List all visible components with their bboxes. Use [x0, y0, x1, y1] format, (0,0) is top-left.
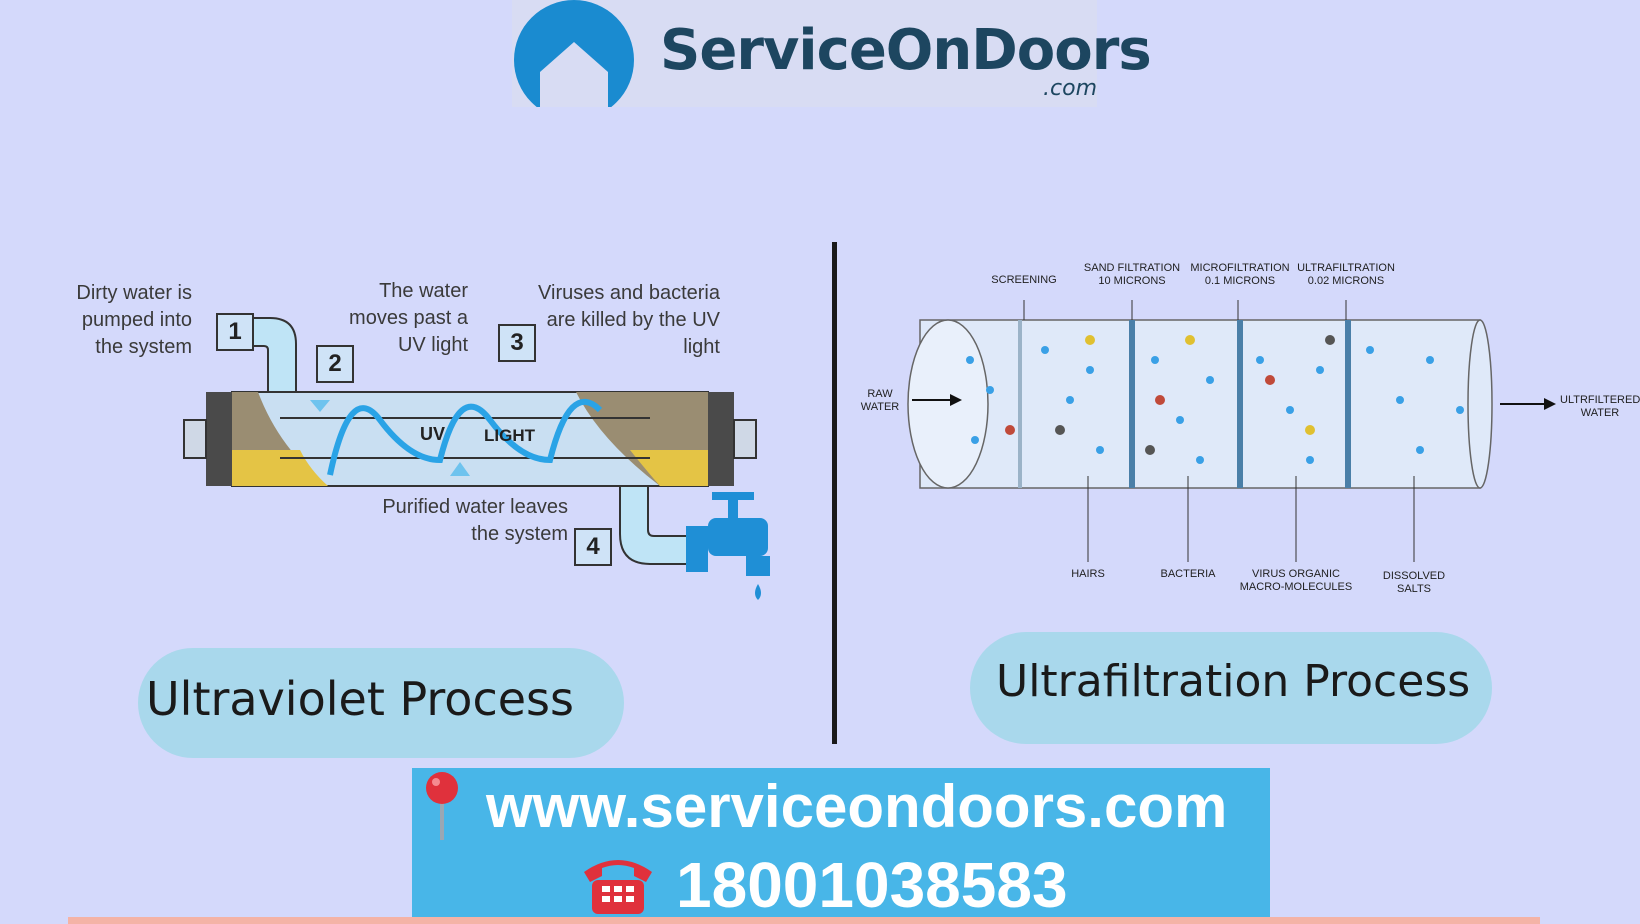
step-1-caption: Dirty water is pumped into the system [76, 282, 192, 358]
stage-screening-label: SCREENING [991, 274, 1057, 286]
inlet-label: RAW WATER [860, 388, 900, 413]
tap-icon [686, 492, 770, 600]
stage-microfiltration-label: MICROFILTRATION 0.1 MICRONS [1190, 262, 1290, 287]
lamp-label-uv: UV [420, 424, 446, 444]
step-3-badge: 3 [498, 324, 536, 362]
removed-salts-label: DISSOLVED SALTS [1382, 570, 1446, 595]
contact-banner: www.serviceondoors.com 18001038583 [412, 768, 1270, 924]
step-4-badge: 4 [574, 528, 612, 566]
telephone-icon [584, 860, 652, 914]
outlet-label: ULTRFILTERED WATER [1560, 394, 1640, 419]
lamp-label-light: LIGHT [484, 426, 535, 445]
removed-hairs-label: HAIRS [1071, 568, 1105, 580]
stage-sand-filtration-label: SAND FILTRATION 10 MICRONS [1083, 262, 1181, 287]
uv-label-backdrop [138, 648, 624, 758]
logo-wordmark: ServiceOnDoors [660, 18, 1152, 83]
website-url[interactable]: www.serviceondoors.com [486, 773, 1228, 840]
uv-purifier-illustration [183, 317, 770, 600]
pin-icon [426, 772, 458, 840]
step-2-badge: 2 [316, 345, 354, 383]
stage-ultrafiltration-label: ULTRAFILTRATION 0.02 MICRONS [1297, 262, 1395, 287]
step-1-badge: 1 [216, 313, 254, 351]
uv-process-title: Ultraviolet Process [146, 672, 574, 726]
left-end-cap [206, 392, 232, 486]
uf-label-backdrop [970, 632, 1492, 744]
ultrafiltration-illustration [907, 300, 1556, 562]
logo-domain-suffix: .com [1043, 76, 1097, 101]
house-logo-icon [514, 0, 634, 107]
step-3-caption: Viruses and bacteria are killed by the U… [538, 282, 720, 358]
section-divider [832, 242, 837, 744]
step-4-caption: Purified water leaves the system [382, 496, 568, 545]
right-end-cap [708, 392, 734, 486]
bottom-accent-bar [68, 917, 1540, 924]
water-moves-caption: The water moves past a UV light [349, 280, 468, 356]
removed-bacteria-label: BACTERIA [1160, 568, 1216, 580]
phone-number[interactable]: 18001038583 [676, 849, 1068, 921]
outlet-pipe [619, 485, 693, 565]
uf-process-title: Ultrafiltration Process [996, 656, 1471, 707]
water-spiral [327, 398, 603, 476]
brand-logo: ServiceOnDoors .com [512, 0, 1152, 107]
removed-virus-label: VIRUS ORGANIC MACRO-MOLECULES [1239, 568, 1353, 593]
